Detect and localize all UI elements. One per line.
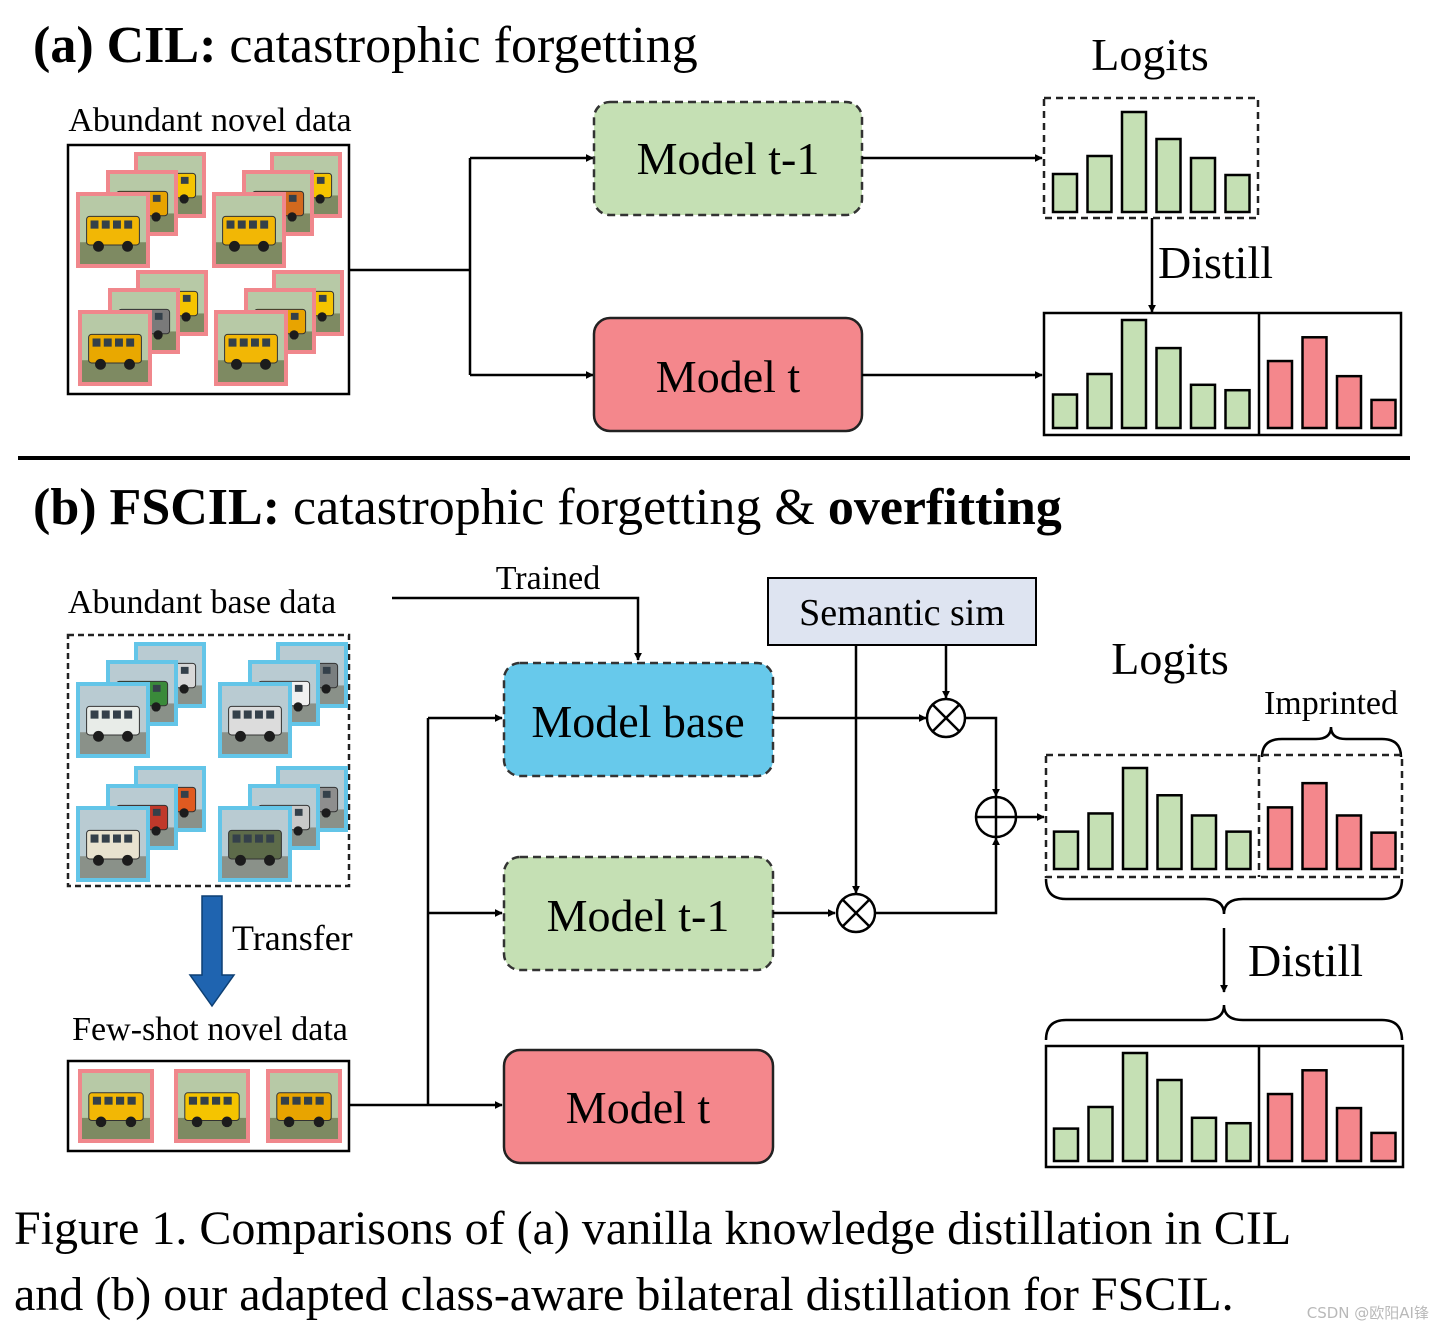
panel-b: (b) FSCIL: catastrophic forgetting & ove… xyxy=(33,479,1405,1169)
old-class-logit-bar xyxy=(1189,156,1217,214)
old-class-logit-bar xyxy=(1155,137,1182,214)
new-class-logit-bar xyxy=(1370,831,1397,871)
new-class-logit-bar xyxy=(1266,806,1294,871)
vehicle-photo-thumbnail xyxy=(266,1069,342,1143)
multiply-node-upper xyxy=(925,697,967,739)
distill-label-b: Distill xyxy=(1248,935,1363,986)
old-class-logit-bar xyxy=(1156,794,1183,871)
old-class-logit-bar xyxy=(1189,383,1217,430)
old-class-logit-bar xyxy=(1051,393,1079,430)
transfer-label: Transfer xyxy=(232,918,353,958)
old-class-logit-bar xyxy=(1121,1051,1149,1163)
novel-data-label: Abundant novel data xyxy=(68,102,351,139)
trained-arrow xyxy=(392,596,642,661)
old-class-logit-bar xyxy=(1087,1105,1114,1163)
student-logits-brace xyxy=(1044,1004,1404,1041)
vehicle-photo-thumbnail xyxy=(174,1069,250,1143)
vehicle-photo-thumbnail xyxy=(212,192,286,268)
old-class-logit-bar xyxy=(1051,172,1079,214)
distill-label-a: Distill xyxy=(1158,237,1273,288)
imprinted-brace xyxy=(1260,726,1403,758)
old-class-logit-bar xyxy=(1224,388,1251,430)
vehicle-photo-thumbnail xyxy=(76,806,150,882)
new-class-logit-bar xyxy=(1370,1131,1397,1163)
base-data-label: Abundant base data xyxy=(68,584,336,621)
old-class-logit-bar xyxy=(1225,830,1252,871)
vehicle-photo-thumbnail xyxy=(76,682,150,758)
vehicle-photo-thumbnail xyxy=(76,192,150,268)
vehicle-photo-thumbnail xyxy=(218,682,292,758)
old-class-logit-bar xyxy=(1087,812,1114,871)
old-class-logit-bar xyxy=(1052,1127,1080,1163)
model-t-label-b: Model t xyxy=(566,1082,711,1133)
old-class-logit-bar xyxy=(1224,173,1251,214)
new-class-logit-bar xyxy=(1335,814,1363,871)
new-class-logit-bar xyxy=(1335,374,1363,430)
upper-to-add-arrow xyxy=(965,716,1000,797)
old-class-logit-bar xyxy=(1120,110,1148,214)
vehicle-photo-thumbnail xyxy=(78,1069,154,1143)
novel-data-images xyxy=(76,152,344,386)
caption-line-2: and (b) our adapted class-aware bilatera… xyxy=(14,1268,1234,1321)
old-class-logit-bar xyxy=(1190,814,1218,871)
old-class-logit-bar xyxy=(1190,1116,1218,1163)
new-class-logit-bar xyxy=(1266,359,1294,430)
logits-label-a: Logits xyxy=(1091,29,1209,80)
teacher-logits-brace xyxy=(1044,878,1404,915)
new-class-logit-bar xyxy=(1301,781,1328,871)
panel-a-title: (a) CIL: catastrophic forgetting xyxy=(33,17,698,74)
teacher-logits-bars-a xyxy=(1051,110,1251,214)
multiply-node-lower xyxy=(835,892,877,934)
vehicle-photo-thumbnail xyxy=(218,806,292,882)
model-base-label: Model base xyxy=(531,696,744,747)
few-shot-data-images xyxy=(78,1069,342,1143)
teacher-logits-frame-b xyxy=(1044,753,1404,879)
model-t-box-b xyxy=(502,1048,775,1165)
panel-a: (a) CIL: catastrophic forgetting Abundan… xyxy=(33,17,1403,437)
transfer-arrow xyxy=(188,895,236,1008)
old-class-logit-bar xyxy=(1121,766,1149,871)
teacher-logits-bars-b xyxy=(1052,766,1397,871)
caption-line-1: Figure 1. Comparisons of (a) vanilla kno… xyxy=(14,1202,1291,1255)
imprinted-label: Imprinted xyxy=(1264,685,1398,722)
semantic-sim-box xyxy=(767,577,1037,646)
model-t-1-label-b: Model t-1 xyxy=(547,890,730,941)
panel-b-title: (b) FSCIL: catastrophic forgetting & ove… xyxy=(33,479,1062,536)
student-logits-frame-b xyxy=(1044,1044,1405,1169)
base-data-images xyxy=(76,642,348,882)
new-class-logit-bar xyxy=(1301,336,1328,430)
old-class-logit-bar xyxy=(1120,318,1148,430)
logits-label-b: Logits xyxy=(1111,633,1229,684)
semantic-sim-label: Semantic sim xyxy=(799,592,1005,634)
model-base-box xyxy=(502,661,775,778)
few-shot-data-label: Few-shot novel data xyxy=(72,1011,348,1048)
add-node xyxy=(974,795,1018,839)
student-logits-frame-a xyxy=(1042,311,1403,437)
old-class-logit-bar xyxy=(1086,372,1113,430)
new-class-logit-bar xyxy=(1335,1106,1363,1163)
student-logits-bars-a xyxy=(1051,318,1397,430)
lower-to-add-arrow xyxy=(875,837,1000,915)
old-class-logit-bar xyxy=(1086,154,1113,214)
old-class-logit-bar xyxy=(1155,346,1182,430)
vehicle-photo-thumbnail xyxy=(214,310,288,386)
old-class-logit-bar xyxy=(1052,830,1080,871)
trained-label: Trained xyxy=(496,560,601,597)
new-class-logit-bar xyxy=(1266,1092,1294,1163)
model-t-1-label: Model t-1 xyxy=(637,133,820,184)
vehicle-photo-thumbnail xyxy=(78,310,152,386)
new-class-logit-bar xyxy=(1301,1069,1328,1163)
old-class-logit-bar xyxy=(1225,1121,1252,1163)
student-logits-bars-b xyxy=(1052,1051,1397,1163)
new-class-logit-bar xyxy=(1370,398,1397,430)
watermark: CSDN @欧阳AI锋 xyxy=(1306,1304,1429,1322)
model-t-label: Model t xyxy=(656,351,801,402)
old-class-logit-bar xyxy=(1156,1078,1183,1163)
